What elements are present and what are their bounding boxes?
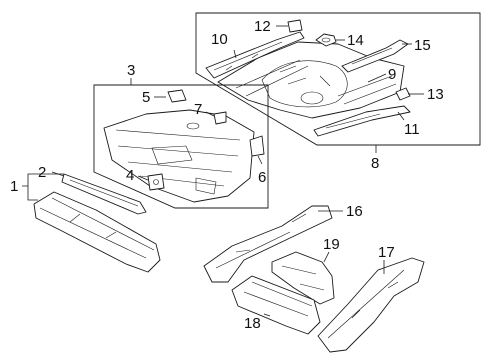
callout-13: 13 [427, 86, 444, 103]
leader-6 [257, 155, 263, 165]
rear-cross-member-11 [313, 105, 411, 137]
callout-16: 16 [346, 203, 363, 220]
bracket-7 [213, 111, 227, 125]
bracket-13 [395, 87, 411, 101]
callout-8: 8 [371, 155, 379, 172]
rear-side-member-17 [317, 257, 425, 353]
leader-1-bracket [22, 173, 64, 201]
center-floor-group [93, 78, 269, 209]
callout-4: 4 [126, 167, 134, 184]
center-floor-pan [103, 109, 255, 203]
rear-floor-side-member-left [205, 31, 305, 79]
bracket-6 [249, 135, 265, 157]
callout-7: 7 [194, 101, 202, 118]
side-member-1 [33, 191, 161, 273]
callout-19: 19 [323, 236, 340, 253]
callout-17: 17 [378, 244, 395, 261]
callout-5: 5 [142, 89, 150, 106]
callout-1: 1 [10, 178, 18, 195]
leader-10 [233, 49, 237, 59]
side-rail-16 [203, 205, 343, 283]
group-box-8 [195, 12, 481, 146]
callout-10: 10 [211, 31, 228, 48]
leader-19 [323, 251, 330, 263]
callout-12: 12 [254, 18, 271, 35]
callout-9: 9 [388, 66, 396, 83]
callout-3: 3 [127, 62, 135, 79]
leader-7 [205, 111, 215, 117]
rear-floor-group [195, 12, 481, 153]
callout-14: 14 [347, 32, 364, 49]
leader-11 [397, 111, 405, 121]
bracket-4 [147, 173, 165, 191]
bracket-12 [287, 19, 303, 33]
side-member-group [22, 171, 161, 273]
reinforcement-2 [61, 173, 147, 215]
bracket-19 [271, 251, 335, 305]
leader-9 [367, 73, 387, 83]
callout-18: 18 [244, 315, 261, 332]
callout-labels: 1 2 3 4 5 6 7 8 9 10 11 12 13 14 15 16 1… [10, 18, 444, 332]
jack-mount-14 [315, 33, 337, 47]
callout-15: 15 [414, 37, 431, 54]
callout-2: 2 [38, 164, 46, 181]
leader-2 [51, 171, 65, 177]
leader-4 [137, 175, 149, 181]
bracket-5 [167, 89, 187, 103]
group-box-3 [93, 84, 269, 209]
callout-11: 11 [404, 121, 420, 138]
leader-18 [263, 313, 271, 317]
callout-6: 6 [258, 169, 266, 186]
cross-member-18 [231, 275, 321, 335]
